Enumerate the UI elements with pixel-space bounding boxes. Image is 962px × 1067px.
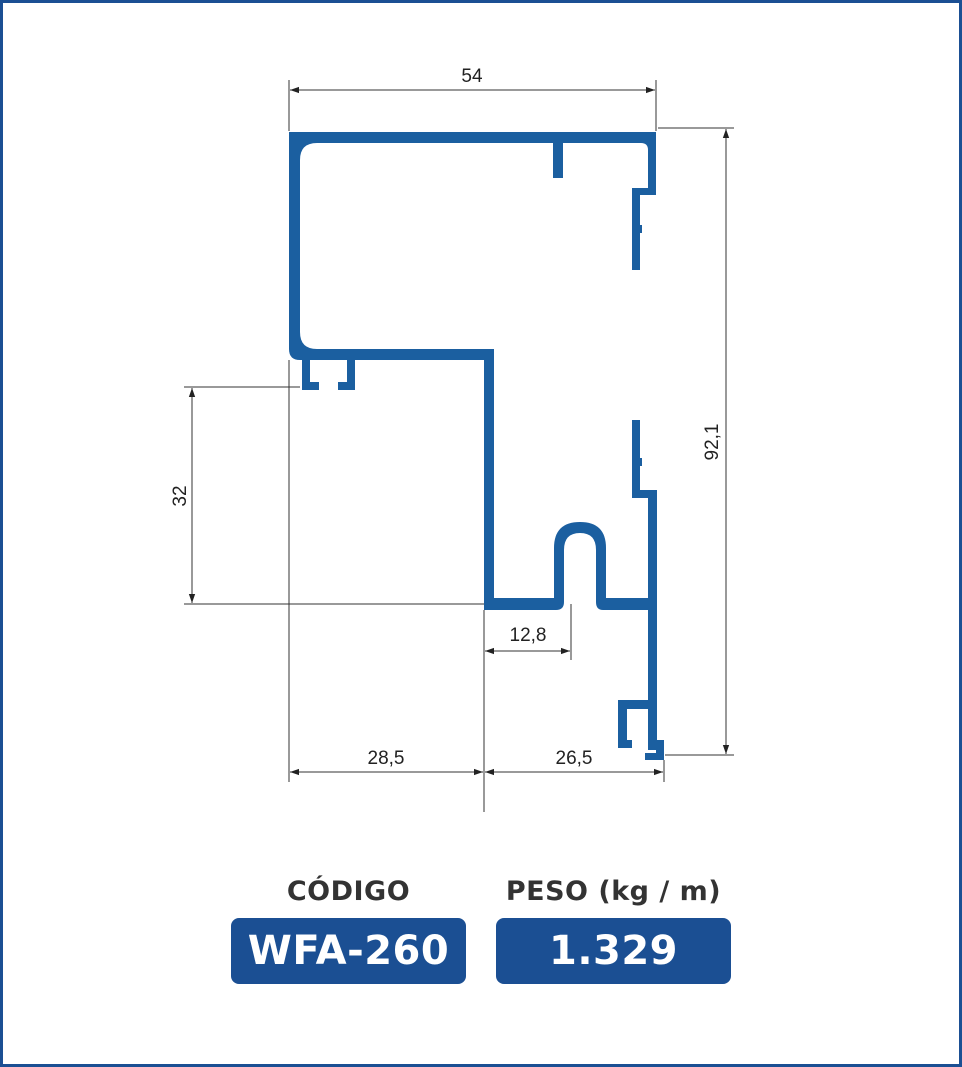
bottom-hook bbox=[618, 700, 648, 748]
weight-badge: 1.329 bbox=[496, 918, 731, 984]
aluminum-profile bbox=[289, 132, 664, 760]
inner-vertical-wall bbox=[484, 349, 494, 610]
bottom-base bbox=[484, 522, 656, 610]
code-caption: CÓDIGO bbox=[286, 876, 411, 907]
left-clip-foot bbox=[302, 360, 319, 390]
weight-caption: PESO (kg / m) bbox=[505, 876, 722, 907]
outer-right-wall bbox=[648, 490, 657, 750]
dim-label-54: 54 bbox=[461, 66, 483, 87]
code-value: WFA-260 bbox=[247, 928, 450, 974]
dimension-lines bbox=[184, 80, 734, 812]
dim-label-12-8: 12,8 bbox=[510, 625, 547, 646]
right-clip-foot bbox=[338, 360, 355, 390]
top-chamber bbox=[289, 132, 656, 360]
dim-label-28-5: 28,5 bbox=[368, 748, 405, 769]
weight-value: 1.329 bbox=[548, 928, 679, 974]
dim-label-32: 32 bbox=[170, 485, 191, 506]
code-badge: WFA-260 bbox=[231, 918, 466, 984]
dim-label-26-5: 26,5 bbox=[556, 748, 593, 769]
dim-label-92-1: 92,1 bbox=[702, 424, 723, 461]
